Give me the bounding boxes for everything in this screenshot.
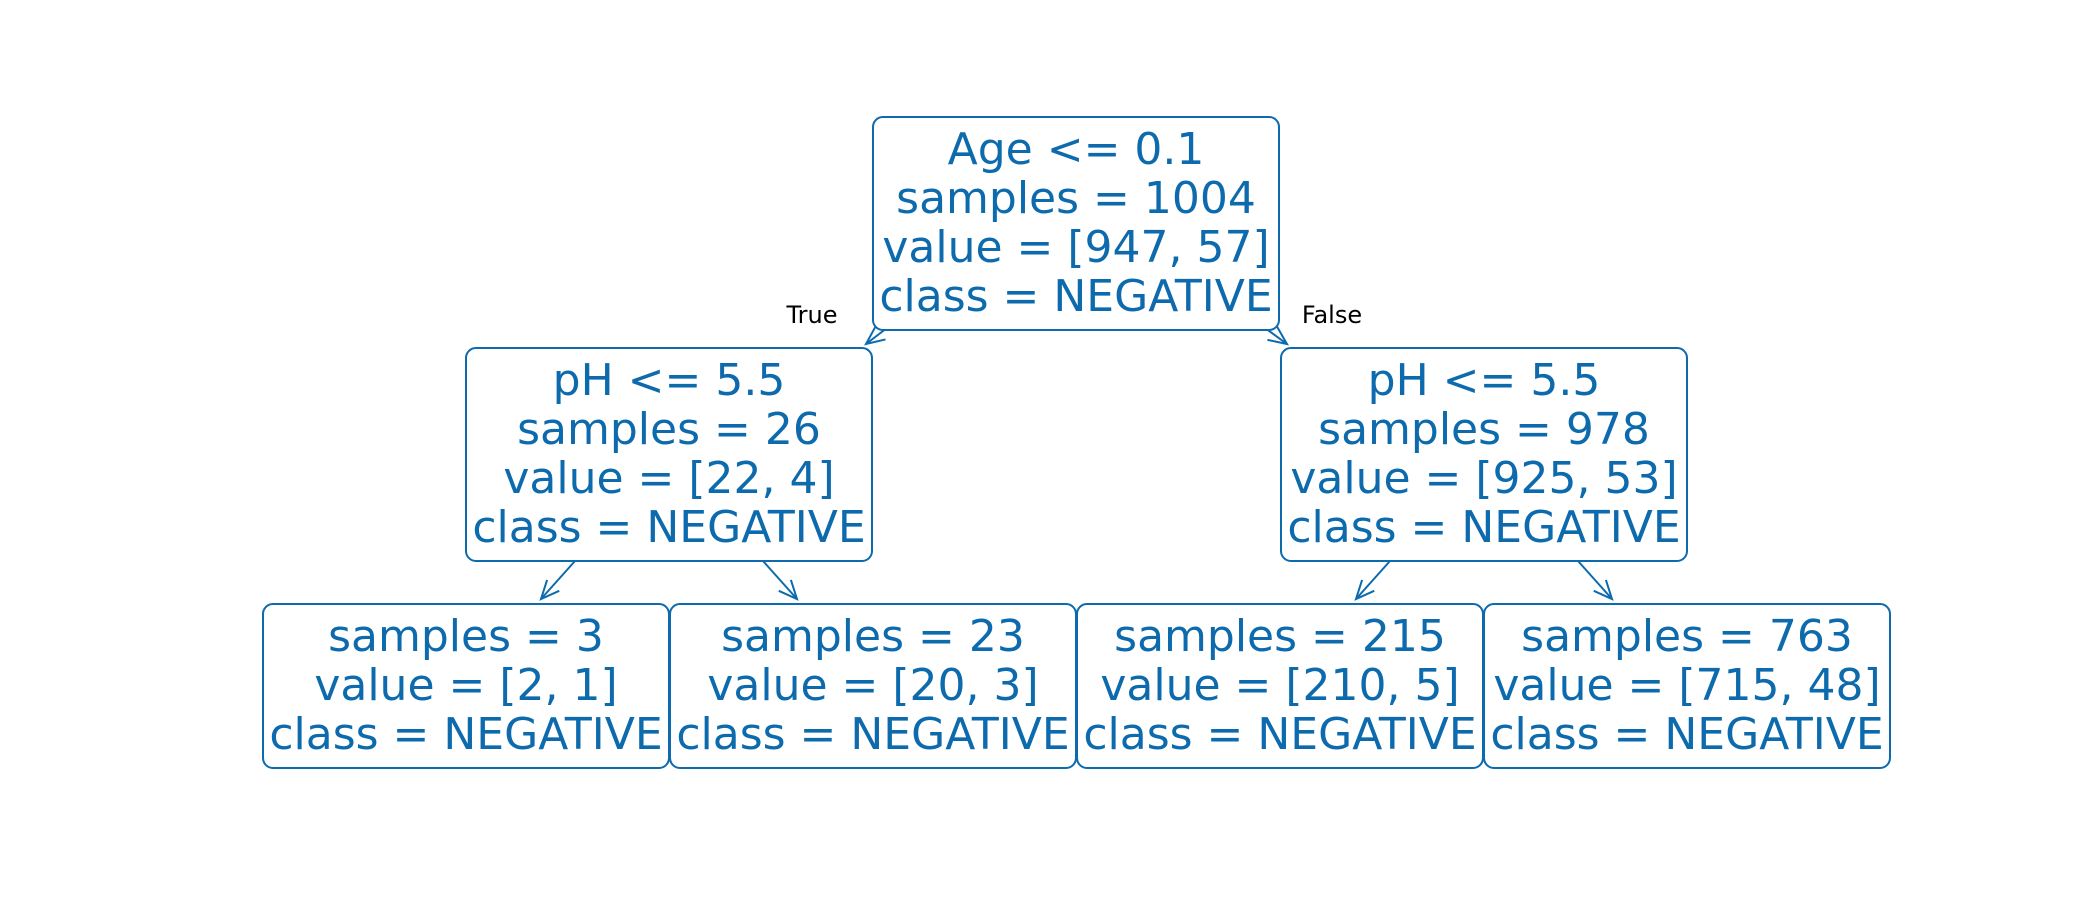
tree-node-line: class = NEGATIVE: [676, 709, 1069, 760]
tree-node-line: class = NEGATIVE: [1287, 502, 1680, 553]
tree-node-line: class = NEGATIVE: [1083, 709, 1476, 760]
tree-node-line: samples = 1004: [896, 173, 1256, 224]
tree-edge-line: [540, 560, 576, 600]
tree-node-line: value = [925, 53]: [1290, 453, 1677, 504]
arrowhead-icon: [1354, 579, 1375, 601]
tree-node-line: samples = 978: [1318, 404, 1650, 455]
branch-label-true: True: [786, 301, 838, 329]
tree-node-line: class = NEGATIVE: [269, 709, 662, 760]
tree-edge-line: [1355, 560, 1391, 600]
tree-node-line: value = [20, 3]: [707, 660, 1038, 711]
tree-node-line: class = NEGATIVE: [1490, 709, 1883, 760]
tree-edge-right-to-leaf-rl: [1354, 560, 1391, 601]
tree-node-line: samples = 26: [517, 404, 821, 455]
tree-node-box: [465, 347, 873, 562]
tree-node-line: value = [2, 1]: [314, 660, 617, 711]
tree-node-box: [1483, 603, 1891, 769]
tree-node-line: value = [715, 48]: [1493, 660, 1880, 711]
tree-node-line: samples = 23: [721, 611, 1025, 662]
arrowhead-icon: [1267, 326, 1289, 346]
tree-node-line: value = [22, 4]: [503, 453, 834, 504]
tree-node-box: [1280, 347, 1688, 562]
tree-edge-left-to-leaf-ll: [539, 560, 576, 601]
tree-node-line: samples = 3: [328, 611, 604, 662]
tree-node-box: [872, 116, 1280, 331]
tree-edge-left-to-leaf-lr: [762, 560, 799, 601]
tree-node-line: class = NEGATIVE: [879, 271, 1272, 322]
branch-label-false: False: [1302, 301, 1362, 329]
tree-branch-labels: True False: [786, 301, 1363, 329]
tree-node-line: pH <= 5.5: [1368, 355, 1601, 406]
tree-node-line: value = [210, 5]: [1100, 660, 1459, 711]
tree-edge-line: [1577, 560, 1613, 600]
arrowhead-icon: [539, 579, 560, 601]
arrowhead-icon: [1593, 579, 1614, 601]
tree-node-line: Age <= 0.1: [948, 124, 1205, 175]
tree-node-line: pH <= 5.5: [553, 355, 786, 406]
tree-node-line: samples = 763: [1521, 611, 1853, 662]
arrowhead-icon: [778, 579, 799, 601]
tree-edge-right-to-leaf-rr: [1577, 560, 1614, 601]
tree-node-line: samples = 215: [1114, 611, 1446, 662]
tree-node-line: value = [947, 57]: [882, 222, 1269, 273]
arrowhead-icon: [864, 325, 886, 346]
tree-edge-line: [762, 560, 798, 600]
tree-node-line: class = NEGATIVE: [472, 502, 865, 553]
